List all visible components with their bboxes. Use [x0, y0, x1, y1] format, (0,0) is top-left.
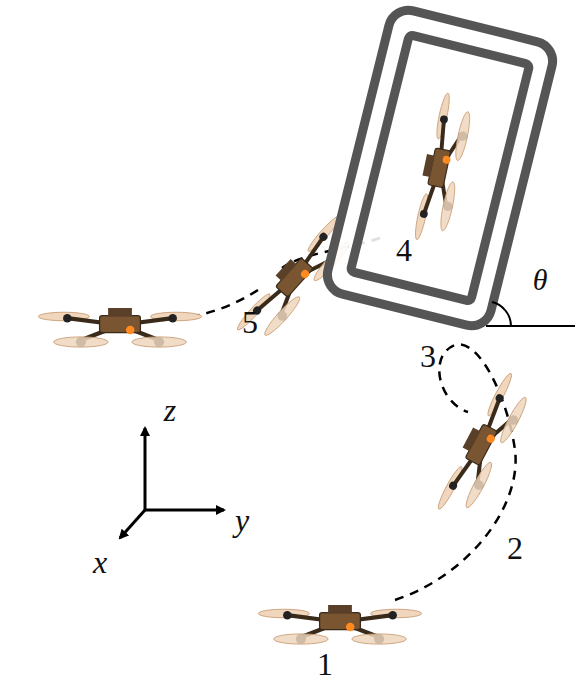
axis-label: x — [93, 546, 107, 578]
callout-number: 3 — [420, 340, 436, 372]
axis-label: z — [164, 394, 176, 426]
angle-label: θ — [533, 265, 548, 295]
callout-number: 4 — [393, 234, 415, 266]
callout-number: 5 — [242, 306, 258, 338]
callout-number: 2 — [507, 532, 523, 564]
axis-label: y — [235, 504, 249, 536]
callout-number: 1 — [317, 648, 333, 680]
